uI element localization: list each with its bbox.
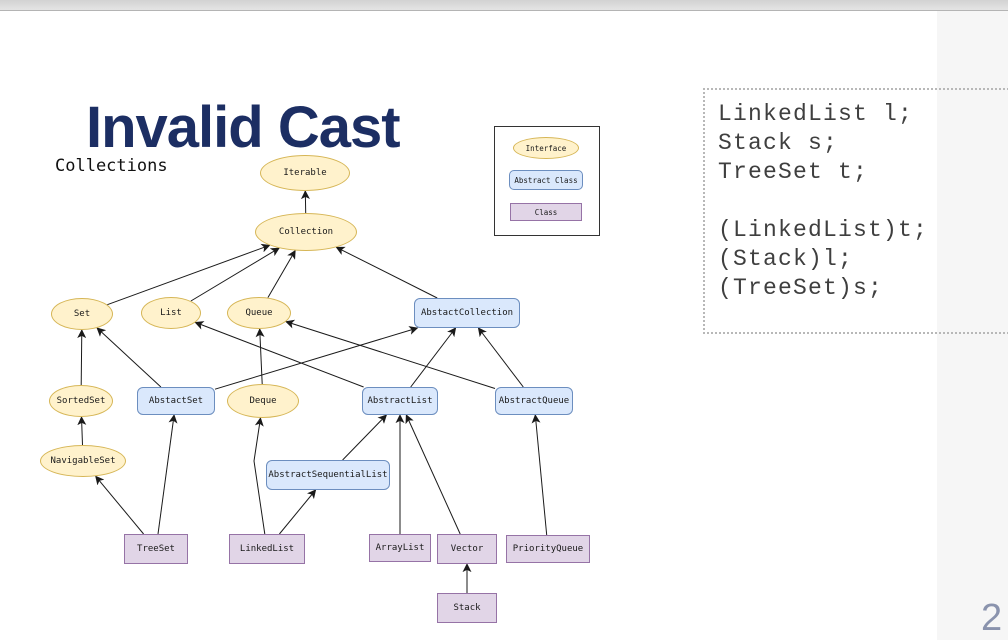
node-arraylist[interactable]: ArrayList — [369, 534, 431, 562]
node-abstractlist[interactable]: AbstractList — [362, 387, 438, 415]
code-line: Stack s; — [718, 130, 839, 156]
node-treeset[interactable]: TreeSet — [124, 534, 188, 564]
edge-abstractqueue-queue — [285, 319, 496, 389]
legend-class-label: Class — [534, 207, 558, 217]
page-title: Invalid Cast — [86, 94, 401, 160]
edge-vector-abstractlist — [405, 414, 461, 535]
node-collection[interactable]: Collection — [255, 213, 357, 251]
edge-abstactcollection-collection — [335, 246, 438, 299]
edge-treeset-navigableset — [95, 475, 144, 535]
edge-abstactset-set — [96, 327, 162, 388]
page-number: 2 — [981, 597, 1003, 639]
code-panel: LinkedList l; Stack s; TreeSet t; (LinkedL… — [703, 88, 1008, 334]
legend-interface-label: Interface — [525, 143, 567, 153]
node-iterable[interactable]: Iterable — [260, 155, 350, 191]
node-abstractsequentiallist[interactable]: AbstractSequentialList — [266, 460, 390, 490]
node-deque[interactable]: Deque — [227, 384, 299, 418]
node-priorityqueue[interactable]: PriorityQueue — [506, 535, 590, 563]
code-line — [718, 187, 1008, 216]
edge-list-collection — [190, 247, 280, 302]
code-line: TreeSet t; — [718, 159, 869, 185]
node-list[interactable]: List — [141, 297, 201, 329]
node-queue[interactable]: Queue — [227, 297, 291, 329]
diagram-label: Collections — [55, 156, 168, 176]
edge-abstractlist-abstactcollection — [410, 327, 457, 388]
edge-linkedlist-deque — [253, 417, 266, 535]
legend-abstract-class-shape: Abstract Class — [509, 170, 583, 190]
code-line: (TreeSet)s; — [718, 275, 884, 301]
legend-interface-shape: Interface — [513, 137, 579, 159]
edge-abstractqueue-abstactcollection — [477, 327, 524, 388]
edge-set-collection — [107, 243, 271, 306]
node-vector[interactable]: Vector — [437, 534, 497, 564]
node-sortedset[interactable]: SortedSet — [49, 385, 113, 417]
edge-treeset-abstactset — [157, 414, 178, 535]
code-line: LinkedList l; — [718, 101, 914, 127]
edge-abstactset-abstactcollection — [214, 326, 419, 390]
window-top-bar — [0, 0, 1008, 11]
node-abstractqueue[interactable]: AbstractQueue — [495, 387, 573, 415]
code-line: (Stack)l; — [718, 246, 854, 272]
legend-abstract-class-label: Abstract Class — [514, 175, 578, 185]
edge-navigableset-sortedset — [77, 416, 87, 446]
edge-abstractlist-list — [194, 321, 364, 388]
legend-box: Interface Abstract Class Class — [494, 126, 600, 236]
code-line: (LinkedList)t; — [718, 217, 929, 243]
node-stack[interactable]: Stack — [437, 593, 497, 623]
node-abstactcollection[interactable]: AbstactCollection — [414, 298, 520, 328]
node-linkedlist[interactable]: LinkedList — [229, 534, 305, 564]
node-navigableset[interactable]: NavigableSet — [40, 445, 126, 477]
edge-queue-collection — [267, 249, 296, 298]
node-set[interactable]: Set — [51, 298, 113, 330]
legend-class-shape: Class — [510, 203, 582, 221]
canvas-right-edge — [937, 11, 1008, 640]
edge-sortedset-set — [77, 329, 87, 386]
edge-deque-queue — [255, 328, 265, 385]
node-abstactset[interactable]: AbstactSet — [137, 387, 215, 415]
edge-abstractsequentiallist-abstractlist — [342, 414, 388, 461]
edge-priorityqueue-abstractqueue — [531, 414, 548, 536]
edge-linkedlist-abstractsequentiallist — [279, 489, 317, 535]
